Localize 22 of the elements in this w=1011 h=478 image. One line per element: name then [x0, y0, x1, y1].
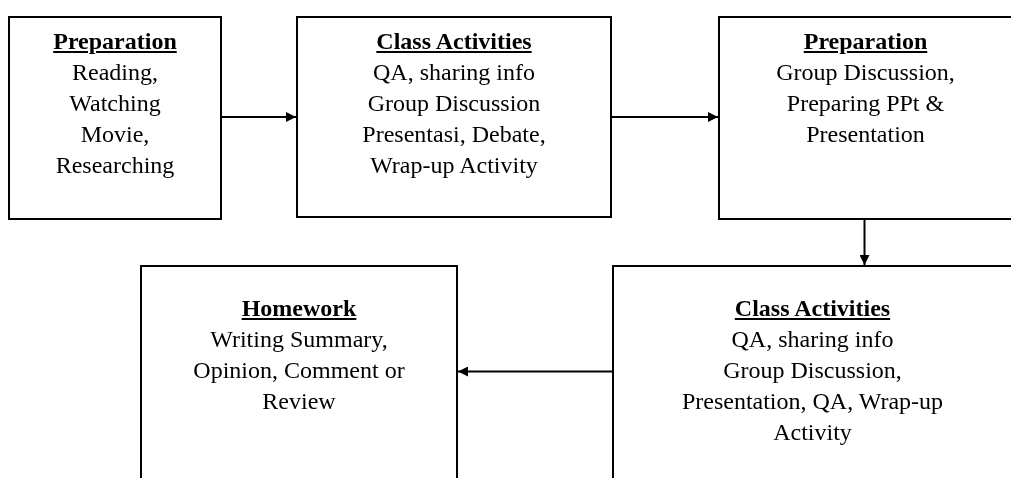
arrow [221, 112, 297, 122]
step-description: Presentasi, Debate, Wrap-up Activity [361, 120, 547, 180]
step-heading: Preparation [53, 27, 177, 56]
arrow [457, 366, 613, 377]
process-box [296, 16, 612, 218]
step-heading: Preparation [803, 27, 928, 56]
step-description: Group Discussion [367, 89, 541, 118]
arrow [859, 219, 870, 266]
step-heading: Class Activities [734, 294, 891, 323]
step-description: Group Discussion, Preparing PPt & Presentation [775, 58, 956, 149]
step-description: Reading, Watching Movie, Researching [54, 58, 176, 180]
process-box [612, 265, 1011, 478]
process-box [718, 16, 1011, 220]
step-heading: Homework [241, 294, 357, 323]
step-description: Group Discussion, Presentation, QA, Wrap-up Activity [680, 356, 945, 447]
process-box [8, 16, 222, 220]
step-description: QA, sharing info [373, 58, 535, 87]
step-description: QA, sharing info [731, 325, 894, 354]
step-description: Writing Summary, Opinion, Comment or Review [192, 325, 406, 416]
process-box [140, 265, 458, 478]
step-heading: Class Activities [376, 27, 532, 56]
arrow [611, 112, 719, 122]
